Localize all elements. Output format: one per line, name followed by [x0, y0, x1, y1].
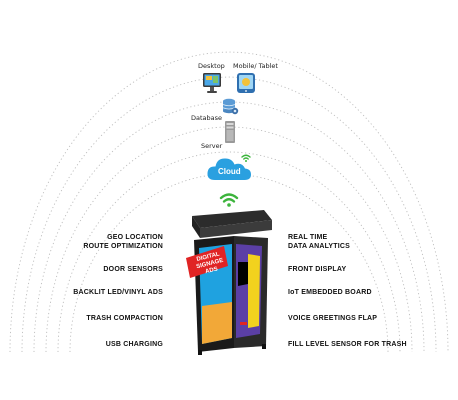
smart-bin — [186, 210, 272, 355]
feature-usb-charging: USB CHARGING — [106, 340, 163, 349]
desktop-label: Desktop — [198, 62, 225, 70]
feature-trash-compaction: TRASH COMPACTION — [86, 314, 163, 323]
wifi-icon — [219, 193, 239, 207]
feature-fill-level-sensor: FILL LEVEL SENSOR FOR TRASH — [288, 340, 407, 349]
mobile-tablet-label: Mobile/ Tablet — [233, 62, 278, 70]
feature-line: DATA ANALYTICS — [288, 243, 351, 250]
feature-iot-board: IoT EMBEDDED BOARD — [288, 288, 372, 297]
feature-line: FRONT DISPLAY — [288, 266, 347, 273]
feature-front-display: FRONT DISPLAY — [288, 265, 346, 274]
database-label: Database — [191, 114, 223, 122]
feature-line: IoT EMBEDDED BOARD — [288, 289, 372, 296]
feature-line: VOICE GREETINGS FLAP — [288, 315, 378, 322]
feature-door-sensors: DOOR SENSORS — [103, 265, 163, 274]
server-icon — [225, 121, 235, 143]
feature-line: REAL TIME — [288, 234, 328, 241]
feature-line: USB CHARGING — [105, 341, 163, 348]
feature-line: DOOR SENSORS — [103, 266, 163, 273]
feature-line: GEO LOCATION — [107, 234, 163, 241]
feature-geo-location: GEO LOCATION ROUTE OPTIMIZATION — [83, 233, 163, 251]
feature-real-time-analytics: REAL TIME DATA ANALYTICS — [288, 233, 350, 251]
feature-line: FILL LEVEL SENSOR FOR TRASH — [288, 341, 407, 348]
feature-line: TRASH COMPACTION — [86, 315, 163, 322]
tablet-icon — [237, 73, 255, 93]
desktop-icon — [203, 73, 221, 93]
database-icon — [222, 98, 239, 115]
feature-voice-greetings: VOICE GREETINGS FLAP — [288, 314, 377, 323]
feature-backlit-ads: BACKLIT LED/VINYL ADS — [73, 288, 163, 297]
feature-line: BACKLIT LED/VINYL ADS — [73, 289, 163, 296]
feature-line: ROUTE OPTIMIZATION — [83, 243, 163, 250]
cloud-label: Cloud — [218, 167, 241, 176]
wifi-small-icon — [241, 154, 251, 162]
server-label: Server — [201, 142, 223, 150]
cloud-icon — [207, 158, 251, 180]
